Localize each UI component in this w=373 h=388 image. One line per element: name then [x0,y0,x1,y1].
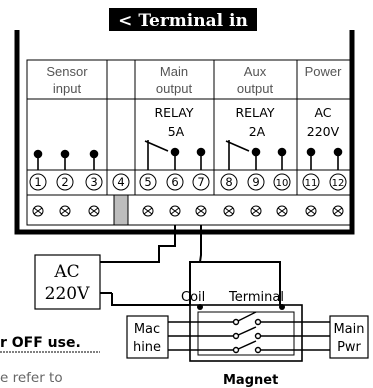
coil-dot [197,304,203,310]
header-bar [109,8,257,31]
aux-relay-rating: 2A [249,124,266,139]
magnet-label: Magnet [223,373,278,388]
col-main-line2: output [156,81,193,96]
main-relay-rating: 5A [168,124,185,139]
machine-line2: hine [133,340,161,355]
note-line2: e refer to [0,370,63,386]
col-sensor-line1: Sensor [46,64,88,79]
col-sensor-line2: input [53,81,82,96]
contact-pins [33,140,343,170]
enclosure-outline [14,30,355,235]
col-power-line1: Power [305,64,343,79]
screw-terminal-block [26,194,351,226]
terminal-number: 2 [61,175,68,189]
terminal-number: 10 [276,178,289,189]
terminal-number: 9 [252,175,259,189]
terminal-number: 8 [225,175,232,189]
note-line1: r OFF use. [0,335,81,351]
col-aux-line2: output [237,81,274,96]
terminal-numbers [29,173,347,191]
main-relay-type: RELAY [154,105,193,120]
ac-source-line2: 220V [45,284,90,304]
terminal-number: 7 [197,175,204,189]
terminal-number: 11 [305,178,318,189]
main-power-line2: Pwr [337,340,361,355]
terminal-number: 4 [117,175,124,189]
machine-line1: Mac [134,322,160,337]
screw-icons [32,205,344,217]
ac-source-box [34,254,101,310]
power-type: AC [314,105,331,120]
terminal-number: 12 [332,178,345,189]
machine-box [126,315,169,359]
coil-dot [279,304,285,310]
main-power-line1: Main [333,322,364,337]
aux-relay-type: RELAY [235,105,274,120]
terminal-number: 6 [171,175,178,189]
terminal-table [26,59,351,196]
power-rating: 220V [307,124,340,139]
terminal-label: Terminal [228,290,284,305]
coil-label: Coil [181,290,205,305]
magnet-switches [168,311,330,354]
main-power-box [329,315,369,359]
header-title: < Terminal in [118,11,248,31]
wiring [100,225,281,306]
col-main-line1: Main [160,64,188,79]
magnet-inner [197,311,295,356]
terminal-number: 3 [90,175,97,189]
terminal-number: 5 [144,175,151,189]
magnet-box [189,304,303,362]
col-aux-line1: Aux [244,64,267,79]
ac-source-line1: AC [53,262,79,282]
terminal-number: 1 [34,175,41,189]
